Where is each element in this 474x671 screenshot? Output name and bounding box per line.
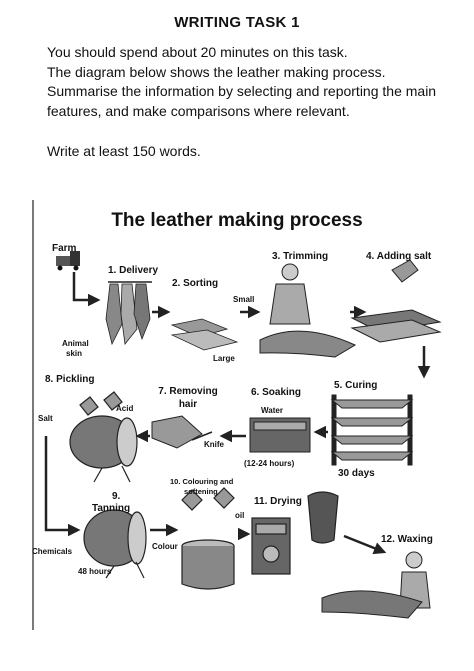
label-removing: 7. Removing bbox=[156, 386, 220, 397]
label-tanning-number: 9. bbox=[112, 491, 120, 502]
label-trimming: 3. Trimming bbox=[272, 251, 328, 262]
label-knife: Knife bbox=[204, 439, 224, 450]
label-chemicals: Chemicals bbox=[32, 546, 72, 557]
label-farm: Farm bbox=[52, 243, 76, 254]
label-pickling: 8. Pickling bbox=[45, 374, 94, 385]
leather-process-diagram: The leather making process Farm 1. Deliv… bbox=[32, 200, 442, 660]
arrow-farm-to-delivery bbox=[74, 272, 98, 300]
label-hair: hair bbox=[156, 399, 220, 410]
task-title: WRITING TASK 1 bbox=[0, 14, 474, 31]
label-delivery: 1. Delivery bbox=[108, 265, 158, 276]
diagram-title: The leather making process bbox=[32, 210, 442, 232]
task-instructions: You should spend about 20 minutes on thi… bbox=[47, 43, 437, 121]
label-acid: Acid bbox=[116, 403, 133, 414]
curing-rack-icon bbox=[332, 395, 412, 465]
label-oil: oil bbox=[235, 510, 244, 521]
label-waxing: 12. Waxing bbox=[381, 534, 433, 545]
salting-hides-icon bbox=[352, 260, 440, 342]
label-tanning: Tanning bbox=[92, 503, 130, 514]
waxing-worker-icon bbox=[322, 552, 430, 618]
label-salt: Salt bbox=[38, 413, 53, 424]
label-skin: skin bbox=[66, 348, 82, 359]
label-water: Water bbox=[261, 405, 283, 416]
instruction-diagram: The diagram below shows the leather maki… bbox=[47, 63, 437, 83]
label-small: Small bbox=[233, 294, 254, 305]
instruction-time: You should spend about 20 minutes on thi… bbox=[47, 43, 437, 63]
label-sorting: 2. Sorting bbox=[172, 278, 218, 289]
label-adding-salt: 4. Adding salt bbox=[366, 251, 431, 262]
trimming-worker-icon bbox=[260, 264, 355, 357]
label-thirty-days: 30 days bbox=[338, 468, 375, 479]
colouring-vat-icon bbox=[182, 488, 234, 589]
label-softening: softening bbox=[184, 486, 218, 497]
hair-removal-icon bbox=[152, 416, 212, 448]
label-colour: Colour bbox=[152, 541, 178, 552]
arrow-drying-to-waxing bbox=[344, 536, 384, 552]
label-curing: 5. Curing bbox=[334, 380, 377, 391]
label-large: Large bbox=[213, 353, 235, 364]
soaking-tank-icon bbox=[250, 418, 310, 452]
instruction-summarise: Summarise the information by selecting a… bbox=[47, 82, 437, 121]
label-soaking: 6. Soaking bbox=[251, 387, 301, 398]
sorted-skins-icon bbox=[172, 319, 237, 350]
label-soak-time: (12-24 hours) bbox=[244, 458, 294, 469]
hanging-skins-icon bbox=[106, 282, 152, 344]
diagram-artwork bbox=[32, 200, 442, 660]
label-48-hours: 48 hours bbox=[78, 566, 111, 577]
word-count-instruction: Write at least 150 words. bbox=[47, 143, 201, 159]
label-drying: 11. Drying bbox=[254, 496, 302, 507]
